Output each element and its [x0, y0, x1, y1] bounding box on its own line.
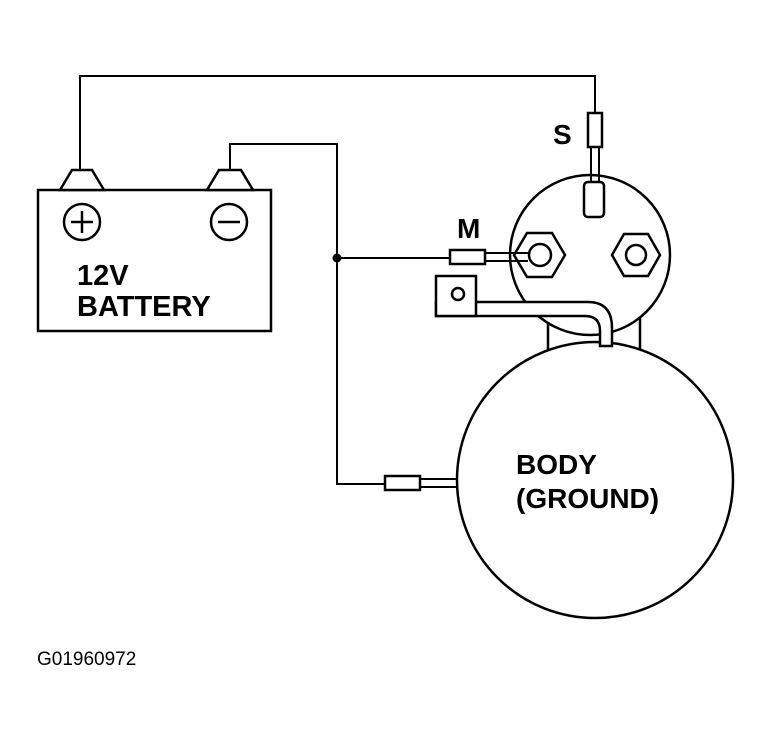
body-label-line1: BODY [516, 449, 597, 480]
minus-icon [209, 202, 249, 242]
battery-voltage-label: 12V [77, 260, 129, 292]
wire-positive-to-s [79, 75, 596, 170]
s-terminal-label: S [553, 119, 572, 150]
hex-nut-icon [512, 231, 567, 279]
m-terminal-label: M [457, 213, 480, 244]
s-connector-upper [586, 111, 604, 149]
battery-positive-post [57, 168, 107, 192]
m-terminal-lead [448, 248, 528, 266]
wire-negative-to-ground [229, 143, 385, 485]
body-label-line2: (GROUND) [516, 483, 659, 514]
battery-negative-post [204, 168, 256, 192]
battery: 12V BATTERY [36, 168, 273, 333]
field-strap [434, 300, 614, 348]
starter-motor: BODY (GROUND) [455, 316, 735, 620]
m-connector [448, 248, 487, 266]
hex-nut-icon [610, 232, 662, 278]
s-connector-lower [582, 180, 606, 219]
figure-code: G01960972 [37, 649, 136, 670]
battery-name-label: BATTERY [77, 291, 211, 323]
wire-junction-dot [332, 253, 342, 263]
plus-icon [62, 202, 102, 242]
ground-connector [383, 474, 422, 492]
solenoid [434, 173, 672, 348]
ground-lead [383, 474, 457, 492]
s-terminal-lead [582, 111, 606, 219]
motor-body [455, 340, 735, 620]
bracket-hole [450, 286, 466, 302]
